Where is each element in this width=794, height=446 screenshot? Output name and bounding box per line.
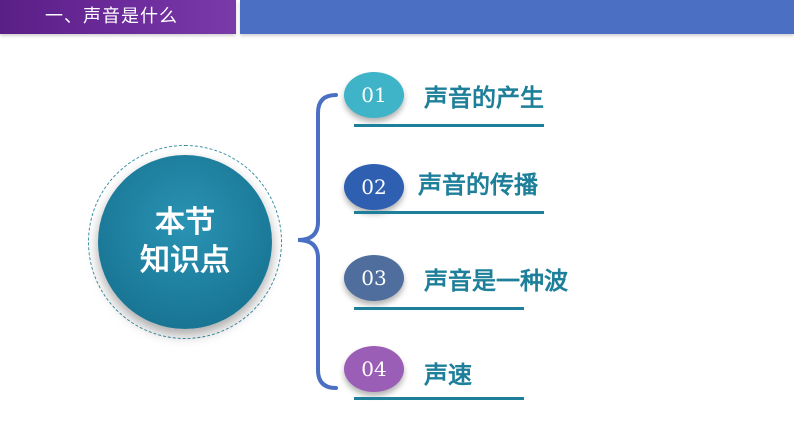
item-label-02: 声音的传播 (418, 171, 538, 199)
center-circle (98, 155, 272, 329)
item-underline-03 (354, 307, 524, 310)
item-label-01: 声音的产生 (424, 84, 544, 112)
section-title: 一、声音是什么 (45, 6, 178, 27)
item-label-04: 声速 (424, 361, 472, 389)
item-label-03: 声音是一种波 (424, 267, 568, 295)
header-accent-bar (240, 0, 794, 34)
section-title-bar: 一、声音是什么 (0, 0, 236, 34)
item-badge-02: 02 (344, 164, 404, 210)
center-topic: 本节 知识点 (98, 155, 272, 329)
item-underline-01 (354, 124, 544, 127)
curly-brace-path (297, 93, 338, 390)
item-underline-02 (354, 211, 544, 214)
item-badge-03: 03 (344, 255, 404, 301)
item-badge-01: 01 (344, 72, 404, 118)
item-underline-04 (354, 397, 524, 400)
item-badge-04: 04 (344, 346, 404, 392)
center-topic-line1: 本节 (155, 205, 215, 240)
center-topic-line2: 知识点 (140, 243, 230, 278)
center-dashed-ring (88, 145, 282, 339)
